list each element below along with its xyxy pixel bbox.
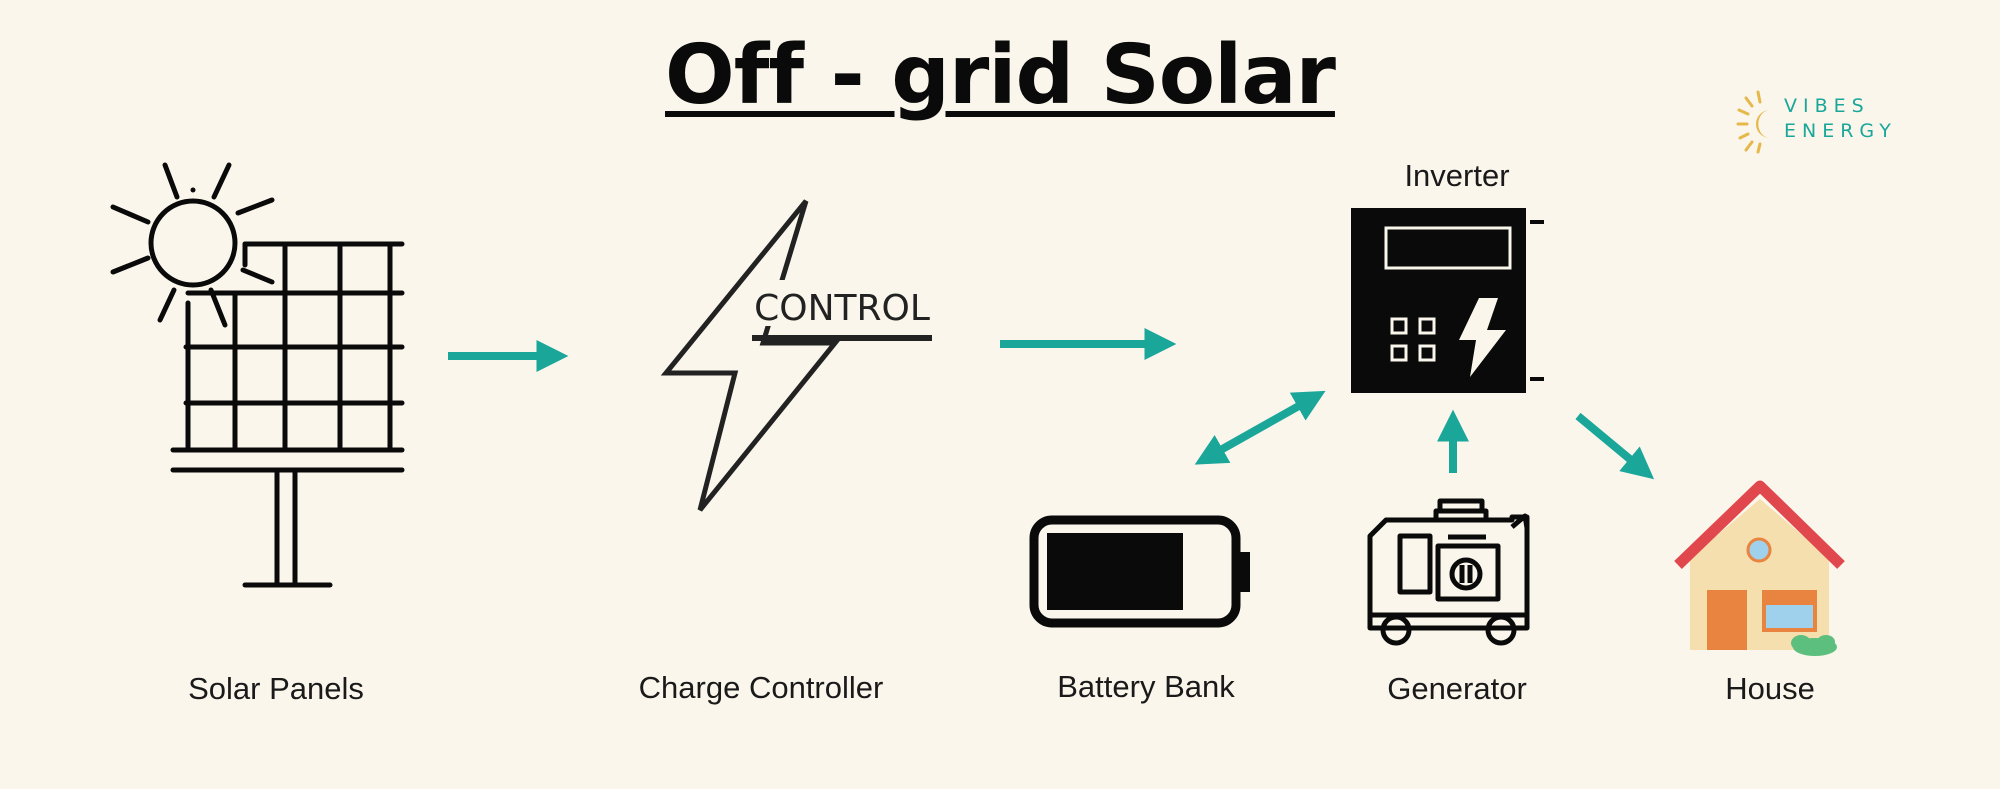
arrow-inverter-to-house [1575, 412, 1655, 480]
generator-icon [1367, 498, 1530, 646]
label-inverter: Inverter [1404, 158, 1510, 193]
label-charge-controller: Charge Controller [638, 670, 884, 705]
lightning-bolt-icon: CONTROL [660, 199, 932, 512]
house-icon [1674, 480, 1845, 656]
label-generator: Generator [1387, 671, 1527, 706]
label-solar-panels: Solar Panels [188, 671, 364, 706]
diagram-title: Off - grid Solar [665, 28, 1336, 123]
brand-name: VIBES ENERGY [1784, 94, 1897, 144]
label-house: House [1725, 671, 1815, 706]
sun-moon-logo-icon [1736, 90, 1770, 154]
controller-icon-text: CONTROL [754, 288, 930, 329]
solar-panel-icon [110, 162, 405, 588]
brand-line-1: VIBES [1784, 95, 1870, 117]
brand-line-2: ENERGY [1784, 120, 1897, 142]
inverter-icon [1351, 208, 1544, 393]
battery-icon [1029, 515, 1250, 628]
arrow-battery-inverter [1194, 390, 1326, 465]
label-battery-bank: Battery Bank [1057, 669, 1235, 704]
